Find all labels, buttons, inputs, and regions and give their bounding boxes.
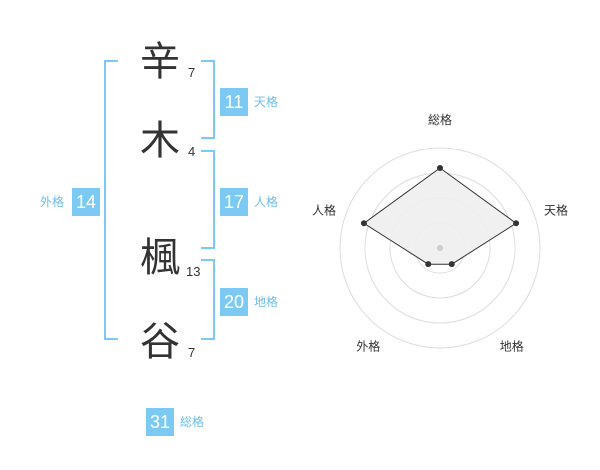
tenkaku-bracket: [201, 60, 215, 139]
name-char-2: 木: [140, 118, 180, 164]
stroke-count-4: 7: [188, 345, 196, 360]
radar-axis-label-5: 人格: [312, 202, 336, 217]
name-char-4: 谷: [140, 319, 180, 365]
gaikaku-badge: 14: [72, 188, 100, 216]
stroke-count-1: 7: [188, 65, 196, 80]
radar-polygon: [363, 167, 517, 265]
gaikaku-label: 外格: [40, 195, 65, 209]
jinkaku-badge: 17: [220, 188, 248, 216]
jinkaku-label: 人格: [254, 195, 279, 209]
chikaku-badge: 20: [220, 288, 248, 316]
tenkaku-label: 天格: [254, 95, 279, 109]
radar-axis-label-1: 総格: [428, 112, 452, 127]
name-char-1: 辛: [140, 39, 180, 85]
radar-point-1: [437, 165, 443, 171]
soukaku-badge: 31: [146, 408, 174, 436]
radar-axis-label-4: 外格: [356, 339, 380, 354]
radar-axis-label-3: 地格: [500, 339, 524, 354]
radar-center-dot: [437, 245, 443, 251]
radar-axis-label-2: 天格: [544, 202, 568, 217]
chikaku-bracket: [201, 259, 215, 340]
chikaku-label: 地格: [254, 295, 279, 309]
radar-point-4: [425, 261, 432, 268]
radar-point-3: [448, 261, 455, 268]
name-char-3: 楓: [140, 235, 180, 281]
jinkaku-bracket: [201, 150, 215, 249]
soukaku-label: 総格: [180, 415, 205, 429]
stroke-count-2: 4: [188, 144, 196, 159]
stroke-count-3: 13: [186, 264, 201, 279]
radar-point-2: [513, 220, 520, 227]
radar-ring: [339, 147, 541, 349]
tenkaku-badge: 11: [220, 88, 248, 116]
radar-point-5: [360, 220, 367, 227]
gaikaku-bracket: [104, 60, 118, 340]
